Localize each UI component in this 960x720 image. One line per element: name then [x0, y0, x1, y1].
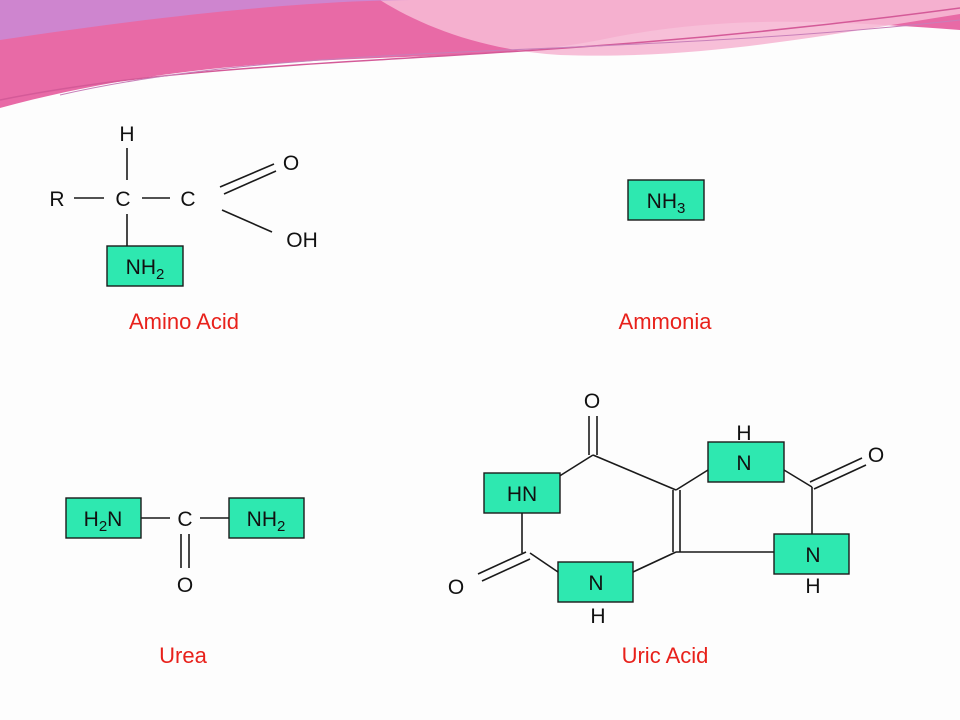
amino-o-atom: O — [283, 152, 299, 175]
uric-h-right-atom: H — [805, 575, 820, 598]
banner-wave-violet — [0, 0, 420, 40]
uric-h-top-right-atom: H — [736, 422, 751, 445]
amino-bond-co-b — [223, 170, 277, 195]
amino-h-atom: H — [119, 123, 134, 146]
ammonia-nh3-label: NH3 — [647, 190, 686, 217]
uric-bond-c6-c5 — [592, 454, 677, 491]
uric-o-right-atom: O — [868, 444, 884, 467]
amino-r-atom: R — [49, 188, 64, 211]
uric-bond-o-right-b — [813, 464, 867, 490]
ammonia-structure: NH3 Ammonia — [619, 179, 713, 334]
uric-acid-structure: O O O HN N H H N — [448, 390, 884, 668]
amino-c1-atom: C — [115, 188, 130, 211]
uric-acid-caption: Uric Acid — [622, 643, 709, 668]
uric-hn-label: HN — [507, 483, 537, 506]
amino-oh-group: OH — [286, 229, 318, 252]
uric-bond-c5-n7 — [675, 469, 709, 491]
urea-h2n-label: H2N — [84, 508, 123, 535]
uric-h-bottom-atom: H — [590, 605, 605, 628]
uric-bond-o-left-b — [481, 558, 531, 582]
urea-nh2-label: NH2 — [247, 508, 286, 535]
banner-wave-pink — [0, 0, 960, 108]
uric-n-top-right-box — [707, 441, 785, 483]
ammonia-caption: Ammonia — [619, 309, 713, 334]
uric-o-left-atom: O — [448, 576, 464, 599]
amino-bond-co-a — [219, 163, 275, 188]
ammonia-nh3-box — [627, 179, 705, 221]
uric-n-bottom-box — [557, 561, 634, 603]
uric-n-top-right-label: N — [736, 452, 751, 475]
banner-thin-line — [0, 7, 960, 101]
banner-wave-light — [380, 0, 960, 56]
urea-o-atom: O — [177, 574, 193, 597]
uric-hn-box — [483, 472, 561, 514]
amino-acid-caption: Amino Acid — [129, 309, 239, 334]
uric-n-right-box — [773, 533, 850, 575]
amino-nh2-label: NH2 — [126, 256, 165, 283]
amino-acid-structure: H R C C O OH NH2 Amino Acid — [49, 123, 317, 334]
header-banner — [0, 0, 960, 108]
uric-bond-o-left-a — [477, 551, 527, 575]
uric-bond-c4-n3 — [632, 551, 677, 573]
uric-bond-n3-c2 — [529, 552, 559, 573]
urea-caption: Urea — [159, 643, 207, 668]
urea-c-atom: C — [177, 508, 192, 531]
uric-n-bottom-label: N — [588, 572, 603, 595]
urea-structure: H2N C NH2 O Urea — [65, 497, 305, 668]
amino-bond-c-oh — [221, 209, 273, 233]
uric-bond-n7-c8 — [783, 469, 813, 488]
uric-bond-o-right-a — [809, 457, 863, 483]
uric-o-top-atom: O — [584, 390, 600, 413]
uric-n-right-label: N — [805, 544, 820, 567]
amino-c2-atom: C — [180, 188, 195, 211]
banner-thin-line-2 — [59, 19, 960, 96]
uric-bond-c6-n1 — [557, 454, 594, 478]
amino-nh2-box — [106, 245, 184, 287]
urea-nh2-box — [228, 497, 305, 539]
